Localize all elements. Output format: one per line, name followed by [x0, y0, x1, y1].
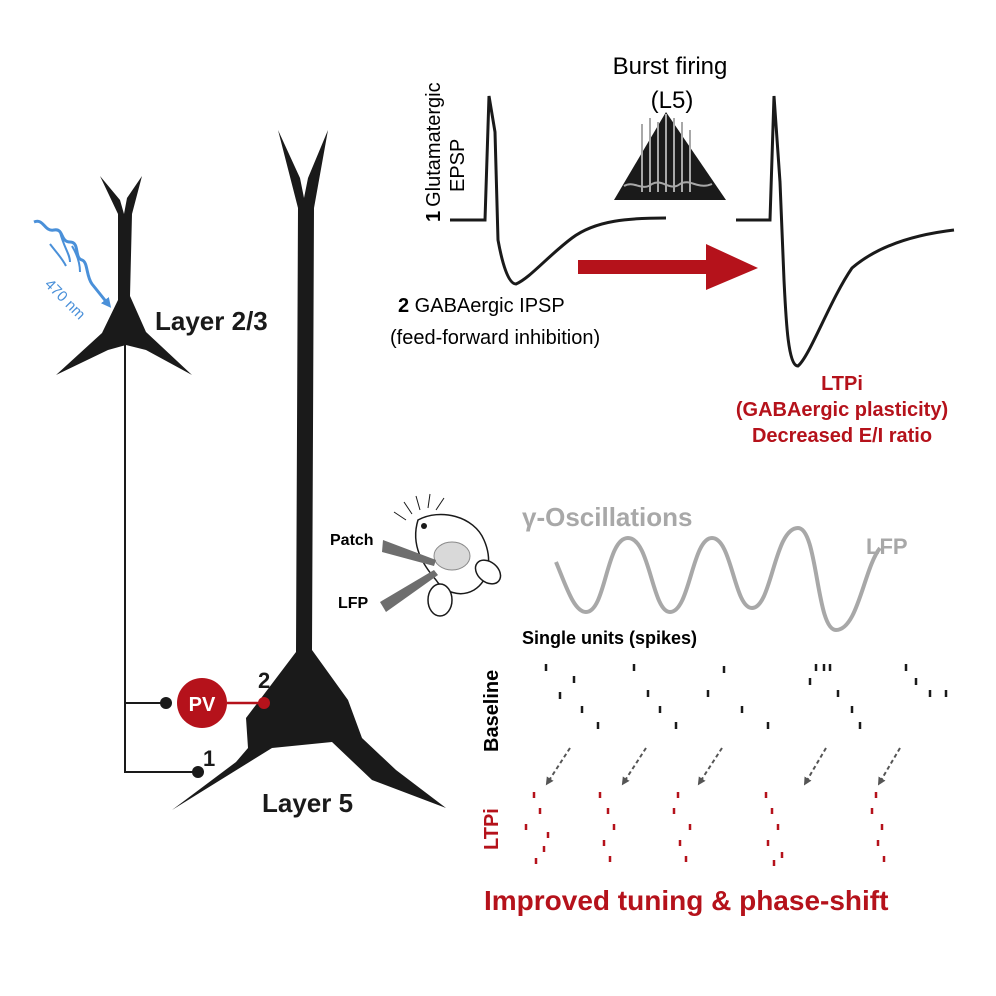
- layer23-axon: [124, 345, 196, 773]
- ltpi-raster-label: LTPi: [481, 808, 503, 850]
- svg-text:1Glutamatergic: 1 Glutamatergic: [423, 82, 445, 222]
- lfp-oscillation-trace: [554, 525, 882, 633]
- svg-text:2 GABAergic IPSP: 2 GABAergic IPSP: [398, 295, 565, 317]
- ipsp-line1: GABAergic IPSP: [409, 295, 565, 317]
- ltpi-raster: [524, 792, 886, 866]
- synapse-1-number: 1: [203, 746, 215, 771]
- baseline-label: Baseline: [481, 670, 503, 752]
- patch-label: Patch: [330, 532, 374, 549]
- pv-input-terminal: [160, 697, 172, 709]
- synapse-2-number: 2: [258, 668, 270, 693]
- light-wavelength-label: 470 nm: [41, 276, 88, 323]
- ipsp-number: 2: [398, 295, 409, 317]
- patch-electrode: [382, 540, 436, 566]
- pv-interneuron: [177, 678, 227, 728]
- ltpi-plasticity: (GABAergic plasticity): [736, 399, 948, 421]
- layer23-neuron: [56, 176, 192, 375]
- burst-label-line1: Burst firing: [613, 53, 728, 80]
- phase-shift-arrow-icon: [621, 747, 647, 786]
- burst-firing-icon: [614, 112, 726, 200]
- lfp-electrode: [380, 570, 438, 612]
- synapse-1-terminal: [192, 766, 204, 778]
- epsp-label-block: 1 Glutamatergic EPSP: [423, 82, 469, 222]
- ltpi-trace: [736, 95, 955, 368]
- burst-label-line2: (L5): [651, 87, 694, 114]
- layer5-neuron: [172, 130, 446, 810]
- baseline-trace: [450, 95, 667, 286]
- ltpi-title: LTPi: [821, 373, 863, 395]
- phase-shift-arrow-icon: [803, 747, 827, 786]
- phase-shift-arrow-icon: [877, 747, 901, 786]
- pv-label: PV: [189, 694, 216, 716]
- lfp-trace-label: LFP: [866, 534, 908, 559]
- phase-shift-arrow-icon: [697, 747, 723, 786]
- epsp-line1: Glutamatergic: [423, 82, 445, 207]
- arrow-right-icon: [578, 244, 758, 290]
- ltpi-ei-ratio: Decreased E/I ratio: [752, 425, 932, 447]
- phase-shift-arrows: [545, 747, 901, 786]
- epsp-line2: EPSP: [447, 139, 469, 192]
- layer5-label: Layer 5: [262, 788, 353, 818]
- gamma-title: γ-Oscillations: [522, 502, 693, 532]
- epsp-number: 1: [423, 211, 445, 222]
- layer23-label: Layer 2/3: [155, 306, 268, 336]
- single-units-label: Single units (spikes): [522, 628, 697, 648]
- baseline-raster: [544, 664, 948, 729]
- lfp-electrode-label: LFP: [338, 595, 369, 612]
- ipsp-line2: (feed-forward inhibition): [390, 327, 600, 349]
- synapse-2-terminal: [258, 697, 270, 709]
- footer-text: Improved tuning & phase-shift: [484, 885, 888, 916]
- light-wave-icon: [33, 219, 112, 308]
- phase-shift-arrow-icon: [545, 747, 571, 786]
